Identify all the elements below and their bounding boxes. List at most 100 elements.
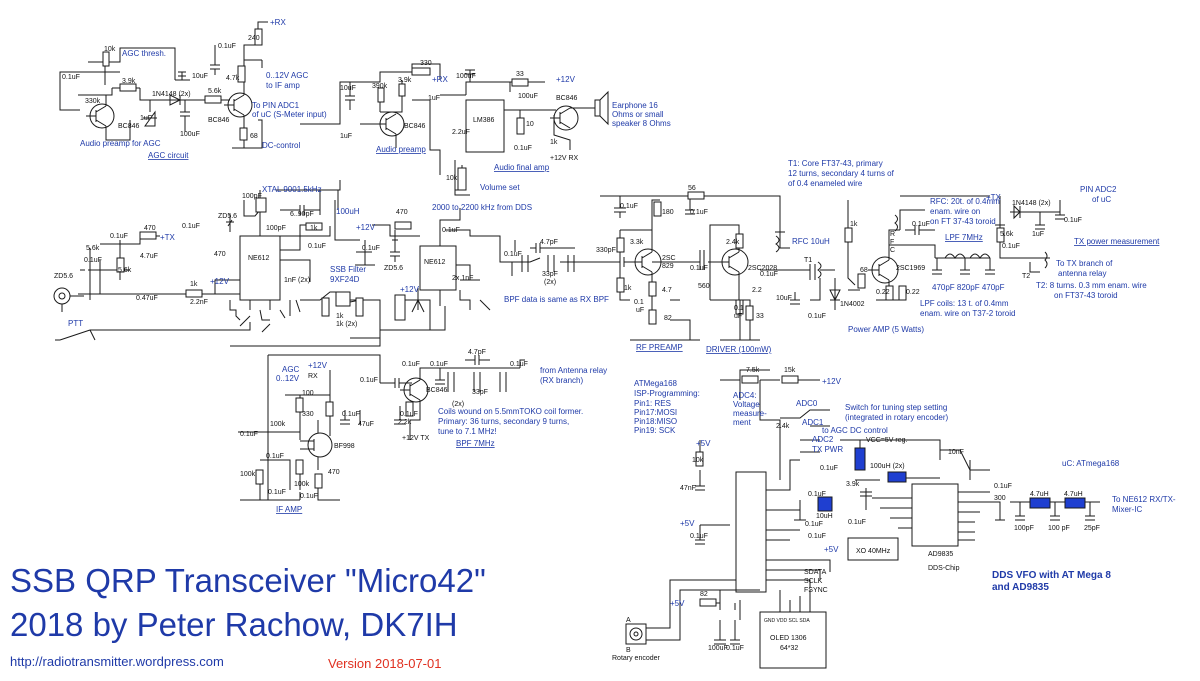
svg-text:100pF: 100pF <box>266 225 286 232</box>
dds-100uh: 100uH (2x) <box>870 463 905 470</box>
lpf-coils1: LPF coils: 13 t. of 0.4mm <box>920 299 1009 308</box>
ad9835-label: AD9835 <box>928 551 953 558</box>
adc1-label: ADC1 <box>802 418 824 427</box>
svg-text:ment: ment <box>733 418 752 427</box>
svg-text:33: 33 <box>516 71 524 78</box>
svg-text:33pF: 33pF <box>472 389 488 396</box>
svg-text:0.1uF: 0.1uF <box>182 223 200 230</box>
rf-chain <box>500 191 781 341</box>
agc-q1: BC846 <box>118 123 140 130</box>
svg-text:0.22: 0.22 <box>876 289 890 296</box>
svg-text:829: 829 <box>662 263 674 270</box>
agc-q2: BC846 <box>208 117 230 124</box>
zd-mid: ZD5.6 <box>218 213 237 220</box>
svg-text:330: 330 <box>420 60 432 67</box>
svg-text:82: 82 <box>664 315 672 322</box>
svg-text:390k: 390k <box>372 83 388 90</box>
svg-text:100k: 100k <box>270 421 286 428</box>
txbpf-q: BC846 <box>426 387 448 394</box>
svg-text:560: 560 <box>698 283 710 290</box>
mixer-tx-supply: +TX <box>160 233 176 242</box>
t2-note1: T2: 8 turns. 0.3 mm enam. wire <box>1036 281 1147 290</box>
final-12vrx: +12V RX <box>550 155 579 162</box>
dds-5v-c: +5V <box>824 545 839 554</box>
svg-text:0.1uF: 0.1uF <box>240 431 258 438</box>
svg-text:1k: 1k <box>336 313 344 320</box>
svg-text:5.6k: 5.6k <box>1000 231 1014 238</box>
svg-text:on FT37-43 toroid: on FT37-43 toroid <box>1054 291 1118 300</box>
svg-text:F: F <box>890 239 894 246</box>
svg-text:10k: 10k <box>446 175 458 182</box>
svg-text:100 pF: 100 pF <box>1048 525 1070 532</box>
svg-text:0.1: 0.1 <box>734 305 744 312</box>
svg-text:0.1uF: 0.1uF <box>360 377 378 384</box>
svg-text:0.1uF: 0.1uF <box>268 489 286 496</box>
svg-text:Primary: 36 turns, secondary 9: Primary: 36 turns, secondary 9 turns, <box>438 417 569 426</box>
from-ant-label1: from Antenna relay <box>540 366 607 375</box>
svg-text:Ohms or small: Ohms or small <box>612 110 664 119</box>
dds-5v-d: +5V <box>670 599 685 608</box>
svg-text:on FT 37-43 toroid: on FT 37-43 toroid <box>930 217 996 226</box>
svg-text:5.6k: 5.6k <box>86 245 100 252</box>
svg-text:100uF: 100uF <box>456 73 476 80</box>
dds-vfo-title1: DDS VFO with AT Mega 8 <box>992 570 1111 581</box>
lpf-label: LPF 7MHz <box>945 233 983 242</box>
svg-text:(RX branch): (RX branch) <box>540 376 583 385</box>
lm386-label: LM386 <box>473 117 495 124</box>
adc2-note: TX PWR <box>812 445 843 454</box>
final-q: BC846 <box>556 95 578 102</box>
svg-text:ISP-Programming:: ISP-Programming: <box>634 389 700 398</box>
url-link[interactable]: http://radiotransmitter.wordpress.com <box>10 654 224 669</box>
mixer-1nf: 1nF (2x) <box>284 277 310 284</box>
sdata-label: SDATA <box>804 569 827 576</box>
svg-text:Pin1: RES: Pin1: RES <box>634 399 671 408</box>
agc-circuit <box>59 21 268 149</box>
rotary-label: Rotary encoder <box>612 655 661 662</box>
svg-text:12 turns, secondary 4 turns of: 12 turns, secondary 4 turns of <box>788 169 895 178</box>
adc0-note1: Switch for tuning step setting <box>845 403 947 412</box>
ne612-left: NE612 <box>248 255 270 262</box>
svg-text:B: B <box>626 647 631 654</box>
svg-text:0.1uF: 0.1uF <box>1064 217 1082 224</box>
svg-text:240: 240 <box>248 35 260 42</box>
dds-chip-label: DDS-Chip <box>928 565 960 572</box>
adc0-label: ADC0 <box>796 399 818 408</box>
svg-text:0.1uF: 0.1uF <box>430 361 448 368</box>
svg-text:Mixer-IC: Mixer-IC <box>1112 505 1142 514</box>
svg-text:0.1: 0.1 <box>634 299 644 306</box>
svg-text:0.1uF: 0.1uF <box>510 361 528 368</box>
mixer2-12v: +12V <box>356 223 376 232</box>
svg-text:R: R <box>890 231 895 238</box>
oled-label1: OLED 1306 <box>770 635 807 642</box>
svg-text:and AD9835: and AD9835 <box>992 582 1049 593</box>
ifamp-title: IF AMP <box>276 505 302 514</box>
svg-text:10: 10 <box>526 121 534 128</box>
lpf-caps: 470pF 820pF 470pF <box>932 283 1005 292</box>
pa-diode: 1N4148 (2x) <box>1012 200 1051 207</box>
volume-label: Volume set <box>480 183 520 192</box>
svg-text:1k: 1k <box>550 139 558 146</box>
svg-text:0.1uF: 0.1uF <box>62 74 80 81</box>
svg-text:0.1uF: 0.1uF <box>218 43 236 50</box>
power-amp <box>760 195 1065 310</box>
svg-text:9XF24D: 9XF24D <box>330 275 360 284</box>
svg-text:RX: RX <box>308 373 318 380</box>
svg-text:3.9k: 3.9k <box>398 77 412 84</box>
txbpf-12vtx: +12V TX <box>402 435 430 442</box>
svg-text:C: C <box>890 247 895 254</box>
svg-text:100uF: 100uF <box>518 93 538 100</box>
svg-text:0.1uF: 0.1uF <box>820 465 838 472</box>
fsync-label: FSYNC <box>804 587 828 594</box>
svg-text:15k: 15k <box>784 367 796 374</box>
d-1n4002: 1N4002 <box>840 301 865 308</box>
svg-text:0.1uF: 0.1uF <box>504 251 522 258</box>
svg-text:enam. wire on: enam. wire on <box>930 207 980 216</box>
agc-out-label: 0..12V AGC <box>266 71 308 80</box>
audio-final-title: Audio final amp <box>494 163 550 172</box>
svg-text:(integrated in rotary encoder): (integrated in rotary encoder) <box>845 413 949 422</box>
svg-text:0..12V: 0..12V <box>276 374 300 383</box>
svg-text:A: A <box>626 617 631 624</box>
svg-text:100: 100 <box>302 390 314 397</box>
driver-q: 2SC2028 <box>748 265 777 272</box>
